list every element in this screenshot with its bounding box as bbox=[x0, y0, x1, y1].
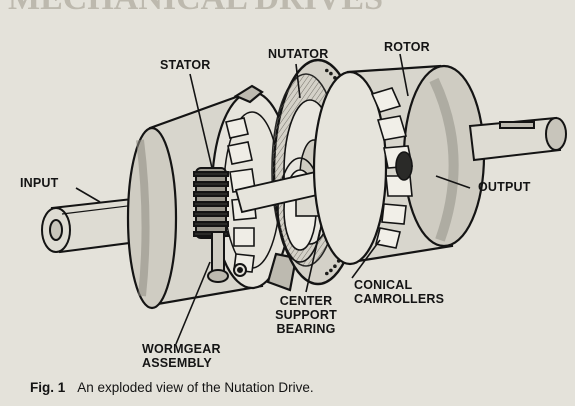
rim-hole bbox=[329, 268, 333, 273]
label-line: CENTER bbox=[279, 294, 333, 308]
label-output: OUTPUT bbox=[478, 180, 531, 194]
rim-hole bbox=[325, 271, 329, 276]
label-wormgear-assembly: WORMGEAR ASSEMBLY bbox=[142, 342, 221, 370]
rim-hole bbox=[329, 71, 333, 76]
label-conical-camrollers: CONICAL CAMROLLERS bbox=[354, 278, 444, 306]
figure-caption-text: An exploded view of the Nutation Drive. bbox=[77, 380, 314, 395]
figure-caption: Fig. 1 An exploded view of the Nutation D… bbox=[30, 380, 314, 395]
label-line: SUPPORT bbox=[275, 308, 337, 322]
label-center-support-bearing: CENTER SUPPORT BEARING bbox=[260, 294, 352, 336]
output-shaft bbox=[468, 116, 567, 162]
figure-number: Fig. 1 bbox=[30, 380, 66, 395]
label-line: WORMGEAR bbox=[142, 342, 221, 356]
label-line: BEARING bbox=[276, 322, 336, 336]
rim-hole bbox=[333, 264, 337, 269]
stator-gear bbox=[225, 117, 257, 273]
label-nutator: NUTATOR bbox=[268, 47, 329, 61]
label-line: CAMROLLERS bbox=[354, 292, 445, 306]
label-stator: STATOR bbox=[160, 58, 211, 72]
wormgear-assembly bbox=[193, 167, 247, 283]
label-rotor: ROTOR bbox=[384, 40, 430, 54]
label-line: CONICAL bbox=[354, 278, 413, 292]
rim-hole bbox=[325, 68, 329, 73]
rotor-gear bbox=[370, 87, 413, 249]
label-line: ASSEMBLY bbox=[142, 356, 212, 370]
label-input: INPUT bbox=[20, 176, 59, 190]
leader-lines bbox=[75, 53, 471, 345]
